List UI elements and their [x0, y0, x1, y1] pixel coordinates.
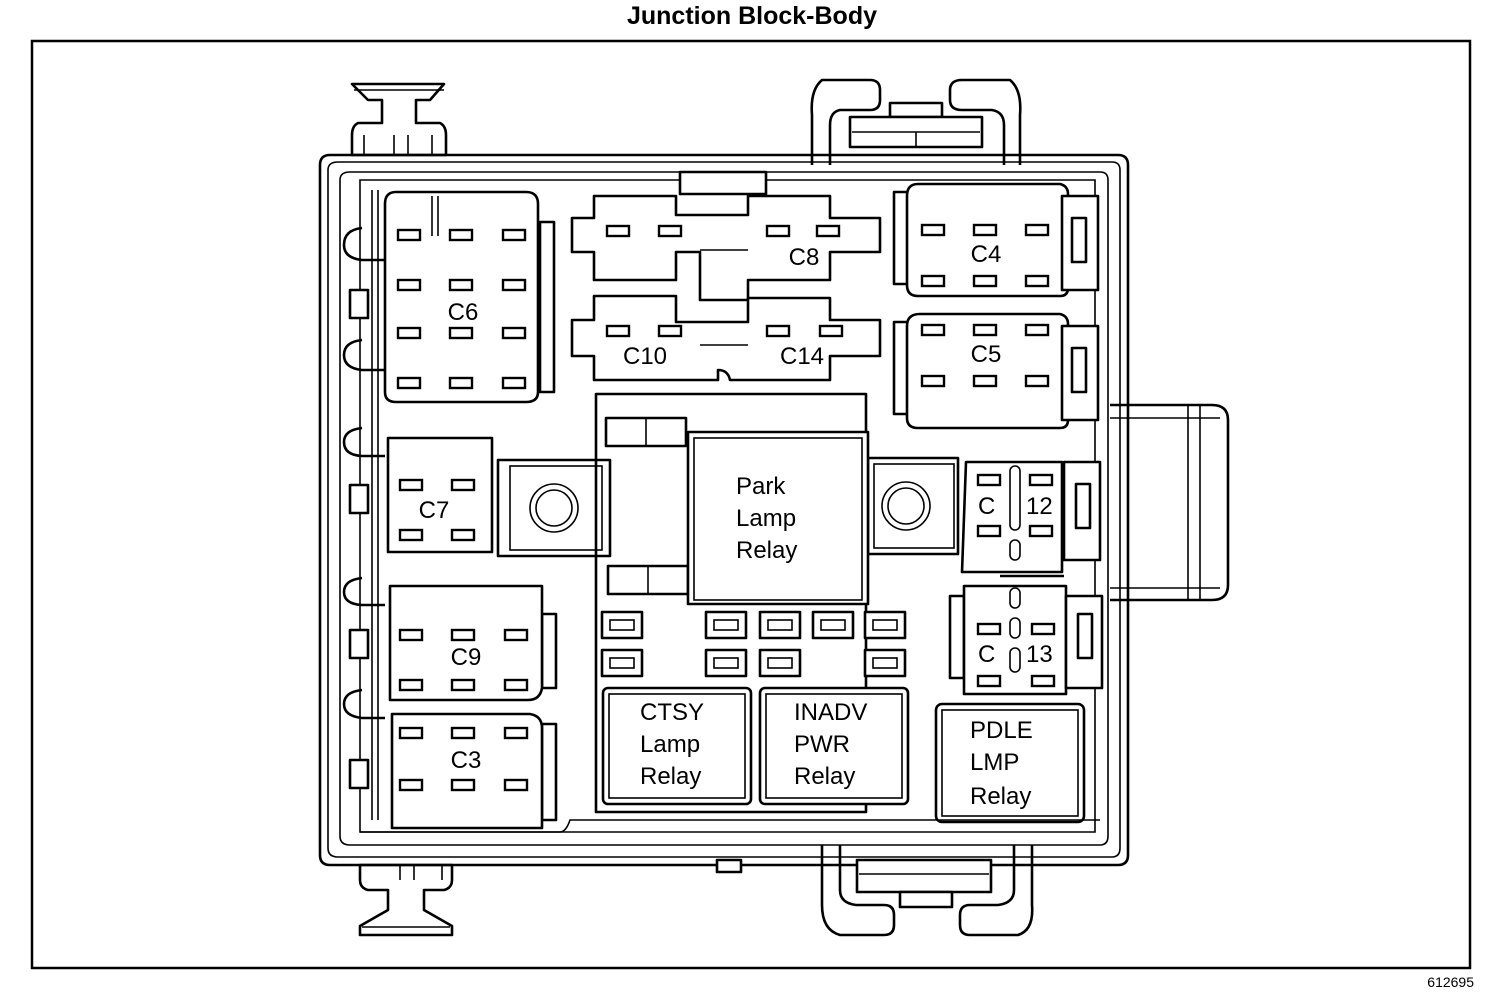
fuse-slot	[758, 648, 802, 678]
figure-frame	[30, 39, 1472, 970]
relay-inadv-pwr[interactable]: INADV PWR Relay	[758, 686, 910, 806]
fuse-slot	[704, 610, 748, 640]
connector-label-c8: C8	[789, 244, 820, 271]
relay-ctsy-lamp[interactable]: CTSY Lamp Relay	[601, 686, 753, 806]
fuse-slot	[758, 610, 802, 640]
connector-c13[interactable]: C 13	[948, 584, 1104, 696]
connector-label-c12-prefix: C	[978, 493, 995, 520]
fuse-slot	[600, 610, 644, 640]
connector-c7[interactable]: C7	[386, 436, 494, 554]
connector-label-c13-prefix: C	[978, 641, 995, 668]
top-center-connectors	[570, 170, 882, 382]
relay-inadv-pwr-line-3: Relay	[794, 763, 855, 790]
relay-inadv-pwr-line-1: INADV	[794, 699, 867, 726]
fuse-slot	[863, 648, 907, 678]
bottom-latch-clips	[715, 845, 1034, 937]
relay-ctsy-lamp-line-1: CTSY	[640, 699, 704, 726]
connector-label-c3: C3	[451, 747, 482, 774]
connector-c3[interactable]: C3	[390, 712, 558, 830]
connector-c14[interactable]: C14	[765, 324, 844, 370]
connector-label-c5: C5	[971, 341, 1002, 368]
connector-unlabeled-top[interactable]	[605, 224, 683, 238]
right-side-bracket	[1110, 403, 1230, 602]
relay-inadv-pwr-line-2: PWR	[794, 731, 850, 758]
connector-c10[interactable]: C10	[605, 324, 683, 370]
relay-pdle-lmp[interactable]: PDLE LMP Relay	[934, 702, 1086, 824]
stud-terminal-left	[496, 458, 612, 558]
connector-label-c10: C10	[623, 343, 667, 370]
relay-park-lamp[interactable]: Park Lamp Relay	[686, 430, 870, 606]
fuse-slot	[600, 648, 644, 678]
lower-channel-line	[360, 819, 1100, 833]
diagram-title: Junction Block-Body	[626, 2, 877, 30]
relay-ctsy-lamp-line-3: Relay	[640, 763, 701, 790]
relay-ctsy-lamp-line-2: Lamp	[640, 731, 700, 758]
relay-park-lamp-line-2: Lamp	[736, 505, 796, 532]
left-edge-latches	[342, 190, 385, 820]
connector-label-c4: C4	[971, 241, 1002, 268]
block-housing	[318, 153, 1130, 867]
connector-c5[interactable]: C5	[892, 312, 1100, 430]
relay-pdle-lmp-line-3: Relay	[970, 783, 1031, 810]
connector-c8[interactable]: C8	[765, 224, 841, 271]
mini-fuse-slots[interactable]	[600, 610, 907, 678]
connector-c9[interactable]: C9	[388, 584, 558, 702]
relay-park-lamp-line-1: Park	[736, 473, 786, 500]
fuse-slot	[863, 610, 907, 640]
stud-terminal-right	[866, 456, 960, 556]
top-latch-clips	[810, 78, 1022, 165]
connector-label-c12-number: 12	[1026, 493, 1053, 520]
connector-c6[interactable]: C6	[383, 190, 556, 404]
relay-pdle-lmp-line-2: LMP	[970, 749, 1019, 776]
relay-pdle-lmp-line-1: PDLE	[970, 717, 1033, 744]
center-fuse-area	[594, 392, 868, 814]
connector-label-c7: C7	[419, 497, 450, 524]
connector-label-c13-number: 13	[1026, 641, 1053, 668]
connector-c12[interactable]: C 12	[960, 460, 1102, 578]
fuse-slot	[704, 648, 748, 678]
mount-foot-top-left	[350, 82, 448, 157]
c6-terminal-pins	[396, 228, 527, 390]
relay-park-lamp-line-3: Relay	[736, 537, 797, 564]
connector-label-c6: C6	[448, 299, 479, 326]
mount-foot-bottom-left	[358, 863, 454, 937]
figure-id: 612695	[1427, 974, 1474, 990]
fuse-slot	[811, 610, 855, 640]
connector-c4[interactable]: C4	[892, 182, 1100, 298]
connector-label-c14: C14	[780, 343, 824, 370]
connector-label-c9: C9	[451, 644, 482, 671]
